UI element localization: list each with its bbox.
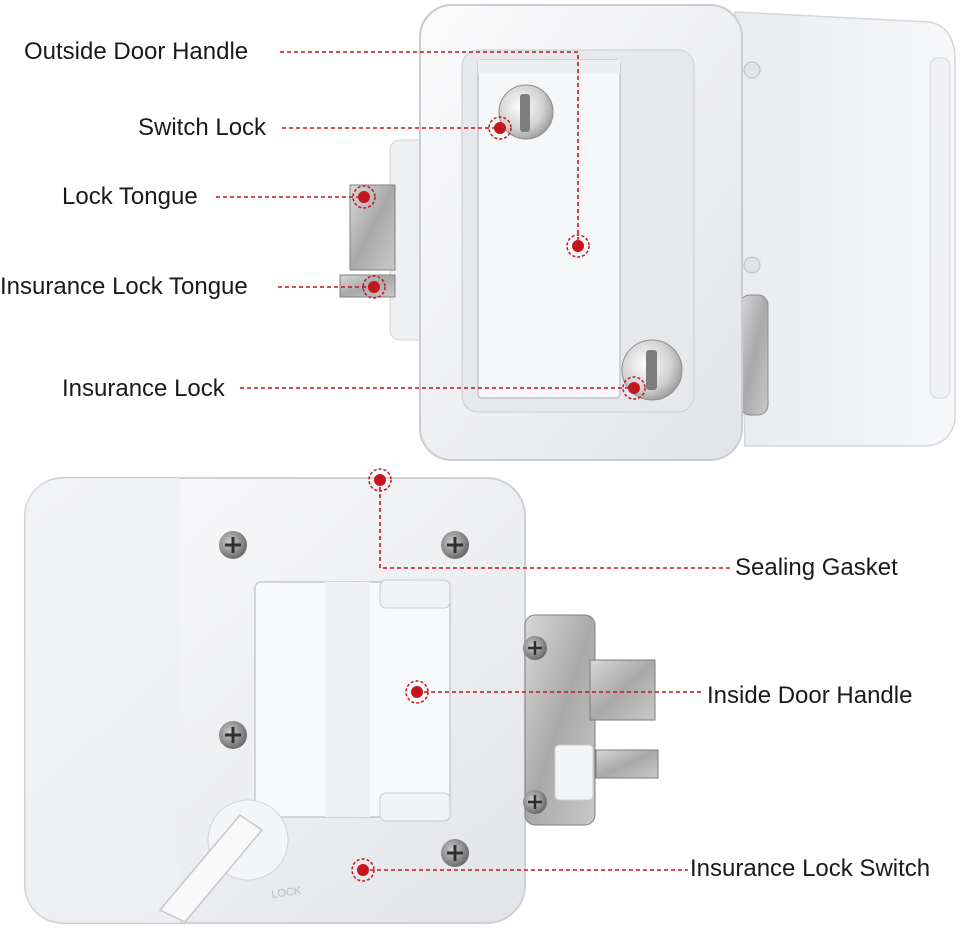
label-switch-lock: Switch Lock	[138, 114, 267, 141]
label-lock-tongue: Lock Tongue	[62, 183, 198, 210]
marker-dot-switch-lock	[488, 116, 512, 140]
outside-lock-assembly	[339, 4, 956, 461]
screw-icon	[441, 839, 469, 867]
leader-line-outside-door-handle	[280, 51, 579, 246]
label-outside-door-handle: Outside Door Handle	[24, 38, 249, 65]
screw-icon	[523, 636, 547, 660]
screw-icon	[523, 790, 547, 814]
marker-dot-inside-door-handle	[405, 680, 429, 704]
screw-icon	[219, 531, 247, 559]
screw-icon	[441, 531, 469, 559]
switch-lock-cylinder	[498, 84, 554, 140]
label-inside-door-handle: Inside Door Handle	[707, 682, 913, 709]
screw-icon	[219, 721, 247, 749]
marker-dot-insurance-lock	[622, 376, 646, 400]
callout-markers	[351, 116, 646, 882]
marker-dot-insurance-lock-switch	[351, 858, 375, 882]
insurance-lock-switch-lever: LOCK	[158, 799, 303, 923]
marker-dot-insurance-lock-tongue	[362, 275, 386, 299]
svg-text:LOCK: LOCK	[271, 885, 303, 901]
inside-lock-assembly: LOCK	[24, 477, 659, 924]
callout-leaders	[216, 51, 730, 871]
label-insurance-lock-tongue: Insurance Lock Tongue	[0, 273, 248, 300]
label-insurance-lock: Insurance Lock	[62, 375, 225, 402]
marker-dot-outside-door-handle	[566, 234, 590, 258]
marker-dot-sealing-gasket	[368, 468, 392, 492]
marker-dot-lock-tongue	[352, 185, 376, 209]
label-insurance-lock-switch: Insurance Lock Switch	[690, 855, 931, 882]
label-sealing-gasket: Sealing Gasket	[735, 554, 898, 581]
leader-line-sealing-gasket	[379, 480, 730, 569]
